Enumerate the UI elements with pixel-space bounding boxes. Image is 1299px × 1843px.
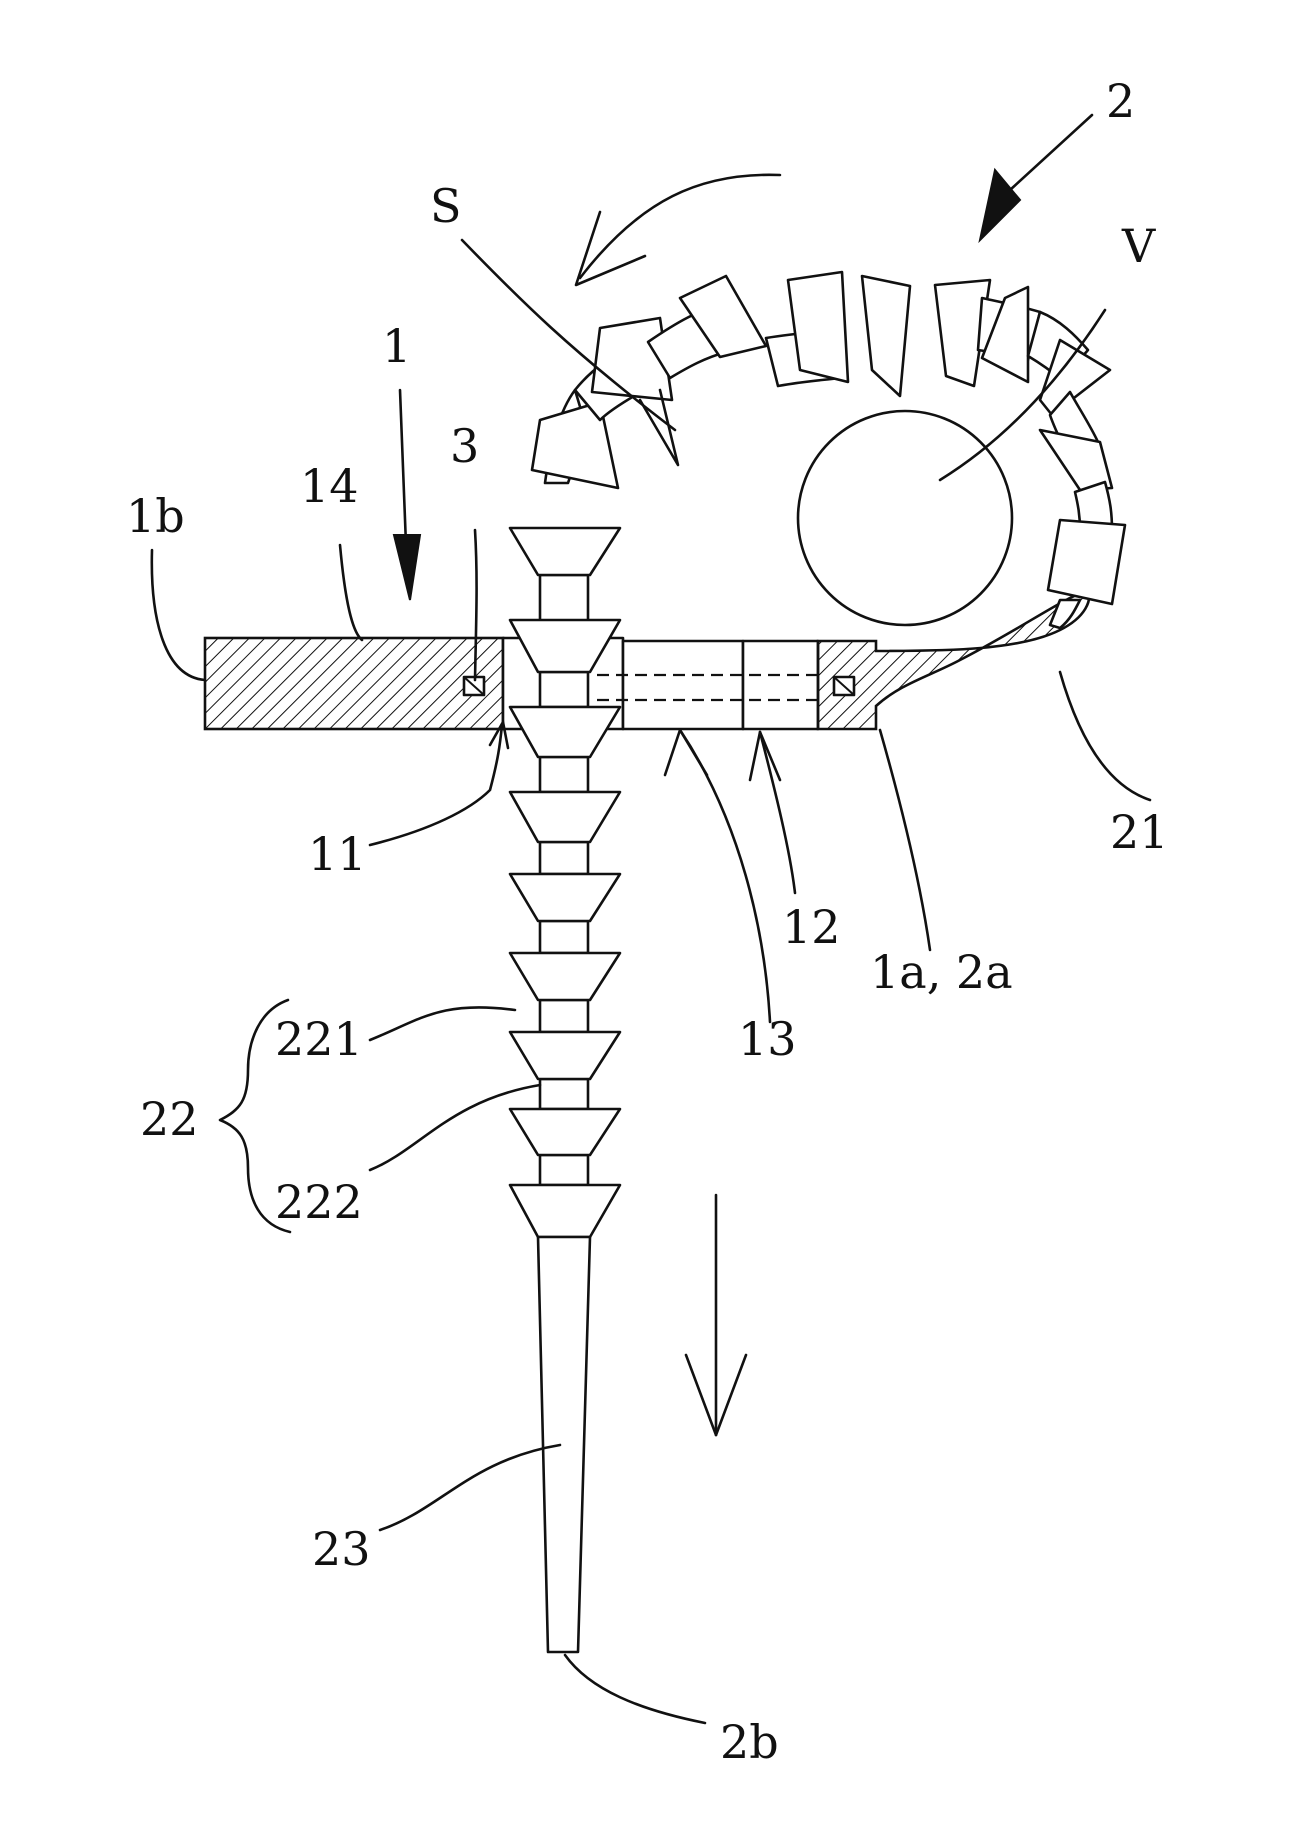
screw-head (510, 707, 620, 757)
tail-end-23 (538, 1237, 590, 1652)
screw-head (1048, 520, 1125, 604)
label-11: 11 (308, 827, 367, 881)
screw-head (510, 874, 620, 921)
label-s: S (430, 179, 462, 233)
label-1b: 1b (126, 489, 185, 543)
label-2: 2 (1106, 74, 1135, 128)
label-v: V (1121, 219, 1156, 273)
screw-head-221 (510, 1032, 620, 1079)
rotation-arrow (576, 175, 780, 285)
label-1a-2a: 1a, 2a (870, 945, 1013, 999)
label-222: 222 (275, 1175, 363, 1229)
screw-head (862, 276, 910, 396)
label-3: 3 (450, 419, 479, 473)
label-1: 1 (382, 319, 411, 373)
label-221: 221 (275, 1012, 363, 1066)
label-23: 23 (312, 1522, 371, 1576)
screw-shank-222 (540, 1079, 588, 1109)
screw-head (510, 528, 620, 575)
arrow-2 (980, 115, 1092, 240)
screw-head (510, 1109, 620, 1155)
screw-head (1040, 430, 1112, 490)
screw-head (510, 792, 620, 842)
label-12: 12 (782, 900, 841, 954)
label-21: 21 (1110, 805, 1169, 859)
label-22: 22 (140, 1092, 199, 1146)
label-14: 14 (300, 459, 359, 513)
reel-v (798, 411, 1012, 625)
arrow-1 (394, 390, 420, 600)
housing-chamber-12 (743, 641, 818, 729)
screw-head (510, 953, 620, 1000)
label-2b: 2b (720, 1715, 779, 1769)
feed-arrow-down (686, 1195, 746, 1435)
housing-chamber-13 (623, 641, 743, 729)
label-13: 13 (738, 1012, 797, 1066)
screw-head (510, 1185, 620, 1237)
housing-left-block (205, 638, 503, 729)
